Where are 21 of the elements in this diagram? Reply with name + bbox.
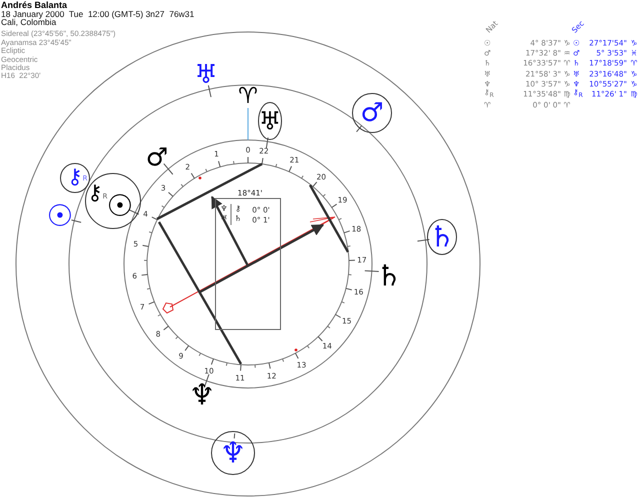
planet-symbol: ⚷ [87, 182, 103, 204]
planet-symbol: ♆ [220, 438, 246, 468]
planet-symbol: ♂ [146, 144, 168, 170]
chart-info-text: Cali, Colombia [1, 18, 56, 26]
planet-ellipse [258, 102, 282, 140]
planet-symbol: ♆ [189, 380, 215, 410]
planet-circle [211, 431, 255, 475]
planet-symbol: ⚷ [67, 166, 83, 188]
planet-symbol: ☉ [106, 192, 134, 222]
planet-circle [352, 93, 392, 133]
chart-info-text: 18 January 2000 Tue 12:00 (GMT-5) 3n27 76w31 [1, 10, 194, 18]
planet-circle [85, 173, 141, 229]
planet-symbol: ☉ [46, 202, 74, 232]
planet-symbol: ♅ [194, 62, 218, 88]
planet-symbol: ♂ [360, 100, 384, 126]
zodiac-symbol: ♈ [238, 86, 258, 108]
planet-symbol: ♄ [429, 222, 455, 252]
planet-symbol: ♅ [258, 108, 282, 134]
planet-circle [60, 163, 90, 193]
planet-symbol: ♄ [376, 262, 402, 290]
chart-title: Andrés Balanta [1, 1, 68, 10]
